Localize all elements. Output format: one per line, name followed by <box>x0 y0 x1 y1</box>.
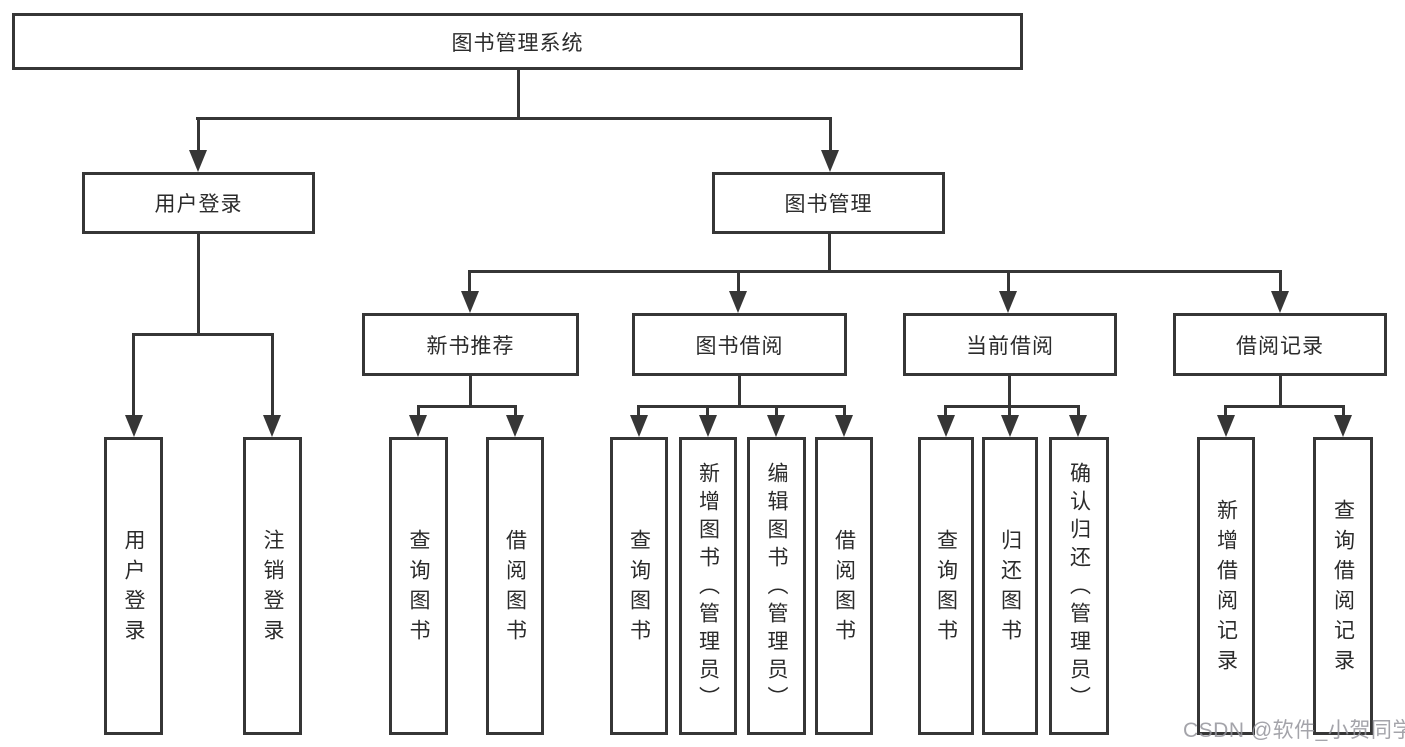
arrow-to-query-record <box>1334 415 1352 437</box>
arrow-to-leaf-logout <box>263 415 281 437</box>
connector-bookmgmt-stem <box>828 234 831 273</box>
connector-userlogin-stem <box>197 233 200 335</box>
leaf-add-borrow-record: 新增借阅记录 <box>1197 437 1255 735</box>
connector-borrowrecords-stem <box>1279 376 1282 408</box>
arrow-to-query-current <box>937 415 955 437</box>
connector-root-stem <box>517 70 520 118</box>
connector-bookmgmt-bar <box>468 270 1282 273</box>
connector-drop-book-management <box>829 117 832 152</box>
connector-drop-add-record <box>1224 405 1227 418</box>
arrow-to-query-recommend <box>409 415 427 437</box>
connector-drop-bookborrow <box>737 270 740 293</box>
node-root: 图书管理系统 <box>12 13 1023 70</box>
leaf-borrow-books: 借阅图书 <box>815 437 873 735</box>
node-book-management: 图书管理 <box>712 172 945 234</box>
leaf-add-books-admin: 新增图书（管理员） <box>679 437 737 735</box>
node-user-login: 用户登录 <box>82 172 315 234</box>
leaf-query-books-recommend: 查询图书 <box>389 437 448 735</box>
arrow-to-borrow-recommend <box>506 415 524 437</box>
arrow-to-borrowrecords <box>1271 291 1289 313</box>
connector-drop-leaf-logout <box>271 333 274 417</box>
leaf-query-books-borrow: 查询图书 <box>610 437 668 735</box>
leaf-logout: 注销登录 <box>243 437 302 735</box>
connector-drop-query-recommend <box>417 405 420 418</box>
connector-userlogin-bar <box>132 333 274 336</box>
connector-drop-confirm-return <box>1077 405 1080 418</box>
connector-drop-borrowrecords <box>1279 270 1282 293</box>
connector-drop-borrow-books <box>843 405 846 418</box>
connector-drop-add-books <box>706 405 709 418</box>
watermark: CSDN @软件_小贺同学 <box>1183 719 1405 742</box>
arrow-to-edit-books <box>767 415 785 437</box>
node-book-borrow: 图书借阅 <box>632 313 847 376</box>
connector-bookborrow-stem <box>738 376 741 408</box>
arrow-to-recommend <box>461 291 479 313</box>
connector-drop-query-borrow <box>637 405 640 418</box>
arrow-to-return-books <box>1001 415 1019 437</box>
arrow-to-add-books <box>699 415 717 437</box>
connector-drop-return-books <box>1008 405 1011 418</box>
arrow-to-currentborrow <box>999 291 1017 313</box>
connector-currentborrow-bar <box>944 405 1080 408</box>
connector-drop-query-current <box>944 405 947 418</box>
node-borrow-records: 借阅记录 <box>1173 313 1387 376</box>
node-current-borrow: 当前借阅 <box>903 313 1117 376</box>
connector-root-bar <box>196 117 832 120</box>
connector-drop-leaf-login <box>132 333 135 417</box>
arrow-to-borrow-books <box>835 415 853 437</box>
arrow-to-add-record <box>1217 415 1235 437</box>
connector-drop-borrow-recommend <box>514 405 517 418</box>
connector-drop-user-login <box>197 117 200 152</box>
leaf-query-books-current: 查询图书 <box>918 437 974 735</box>
arrow-to-bookborrow <box>729 291 747 313</box>
connector-borrowrecords-bar <box>1224 405 1345 408</box>
arrow-to-query-borrow <box>630 415 648 437</box>
connector-bookborrow-bar <box>637 405 846 408</box>
arrow-to-confirm-return <box>1069 415 1087 437</box>
leaf-return-books: 归还图书 <box>982 437 1038 735</box>
leaf-borrow-books-recommend: 借阅图书 <box>486 437 544 735</box>
connector-currentborrow-stem <box>1008 376 1011 408</box>
node-new-book-recommend: 新书推荐 <box>362 313 579 376</box>
connector-drop-query-record <box>1342 405 1345 418</box>
connector-drop-currentborrow <box>1007 270 1010 293</box>
leaf-confirm-return-admin: 确认归还（管理员） <box>1049 437 1109 735</box>
connector-recommend-bar <box>417 405 517 408</box>
leaf-edit-books-admin: 编辑图书（管理员） <box>747 437 806 735</box>
leaf-query-borrow-record: 查询借阅记录 <box>1313 437 1373 735</box>
arrow-to-user-login <box>189 150 207 172</box>
arrow-to-leaf-login <box>125 415 143 437</box>
connector-drop-recommend <box>468 270 471 293</box>
connector-drop-edit-books <box>775 405 778 418</box>
leaf-user-login: 用户登录 <box>104 437 163 735</box>
arrow-to-book-management <box>821 150 839 172</box>
connector-recommend-stem <box>469 376 472 408</box>
